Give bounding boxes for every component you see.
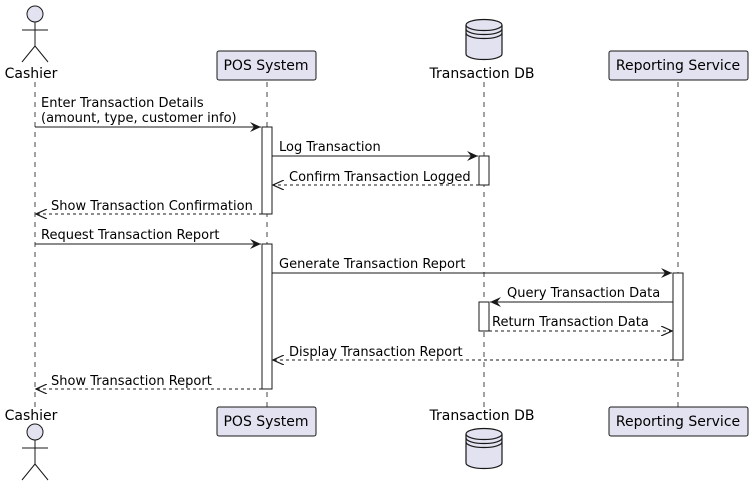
activation-bars [261,126,684,390]
message-label: Generate Transaction Report [279,257,465,272]
activation-db-2 [478,301,490,332]
actor-figure-icon [21,423,49,481]
participant-label: Reporting Service [616,414,740,430]
message-label: Show Transaction Report [51,374,212,389]
message-label-line-2: (amount, type, customer info) [41,111,237,126]
message-show-transaction-confirmation: Show Transaction Confirmation [36,199,262,214]
participant-box [216,50,317,81]
actor-figure-icon [21,5,49,63]
message-label: Log Transaction [279,140,381,155]
message-label: Display Transaction Report [289,345,463,360]
participant-pos-top: POS System [216,50,317,81]
participant-heads-bottom: Cashier POS System Transaction DB [5,406,749,481]
message-generate-transaction-report: Generate Transaction Report [272,257,672,278]
message-log-transaction: Log Transaction [272,140,478,161]
message-return-transaction-data: Return Transaction Data [489,315,672,331]
participant-db-bottom: Transaction DB [429,408,535,470]
participant-reporting-bottom: Reporting Service [608,406,749,437]
activation-pos-1 [261,126,273,215]
message-label: Show Transaction Confirmation [51,199,253,214]
message-confirm-transaction-logged: Confirm Transaction Logged [273,170,479,185]
message-label: Request Transaction Report [41,228,220,243]
participant-reporting-top: Reporting Service [608,50,749,81]
participant-label: POS System [223,58,308,74]
message-label-line-1: Enter Transaction Details [41,96,204,111]
participant-label: Reporting Service [616,58,740,74]
participant-box [608,406,749,437]
message-query-transaction-data: Query Transaction Data [490,286,673,307]
participant-box [216,406,317,437]
participant-pos-bottom: POS System [216,406,317,437]
actor-cashier-bottom: Cashier [5,408,58,481]
message-show-transaction-report: Show Transaction Report [36,374,262,389]
database-icon [465,427,503,470]
participant-label: Transaction DB [429,408,535,424]
participant-db-top: Transaction DB [429,18,535,82]
participant-box [608,50,749,81]
participant-label: Cashier [5,408,58,424]
message-label: Confirm Transaction Logged [289,170,471,185]
participant-label: Cashier [5,66,58,82]
activation-reporting-1 [672,272,684,361]
activation-pos-2 [261,243,273,390]
message-display-transaction-report: Display Transaction Report [273,345,673,360]
participant-label: Transaction DB [429,66,535,82]
message-label: Return Transaction Data [492,315,649,330]
database-icon [465,18,503,61]
message-request-transaction-report: Request Transaction Report [35,228,261,249]
message-enter-transaction-details: Enter Transaction Details (amount, type,… [35,96,261,132]
actor-cashier-top: Cashier [5,5,58,82]
participant-heads-top: Cashier POS System Transaction DB Report… [5,5,749,82]
participant-label: POS System [223,414,308,430]
messages: Enter Transaction Details (amount, type,… [35,96,673,389]
message-label: Query Transaction Data [507,286,660,301]
activation-db-1 [478,155,490,186]
